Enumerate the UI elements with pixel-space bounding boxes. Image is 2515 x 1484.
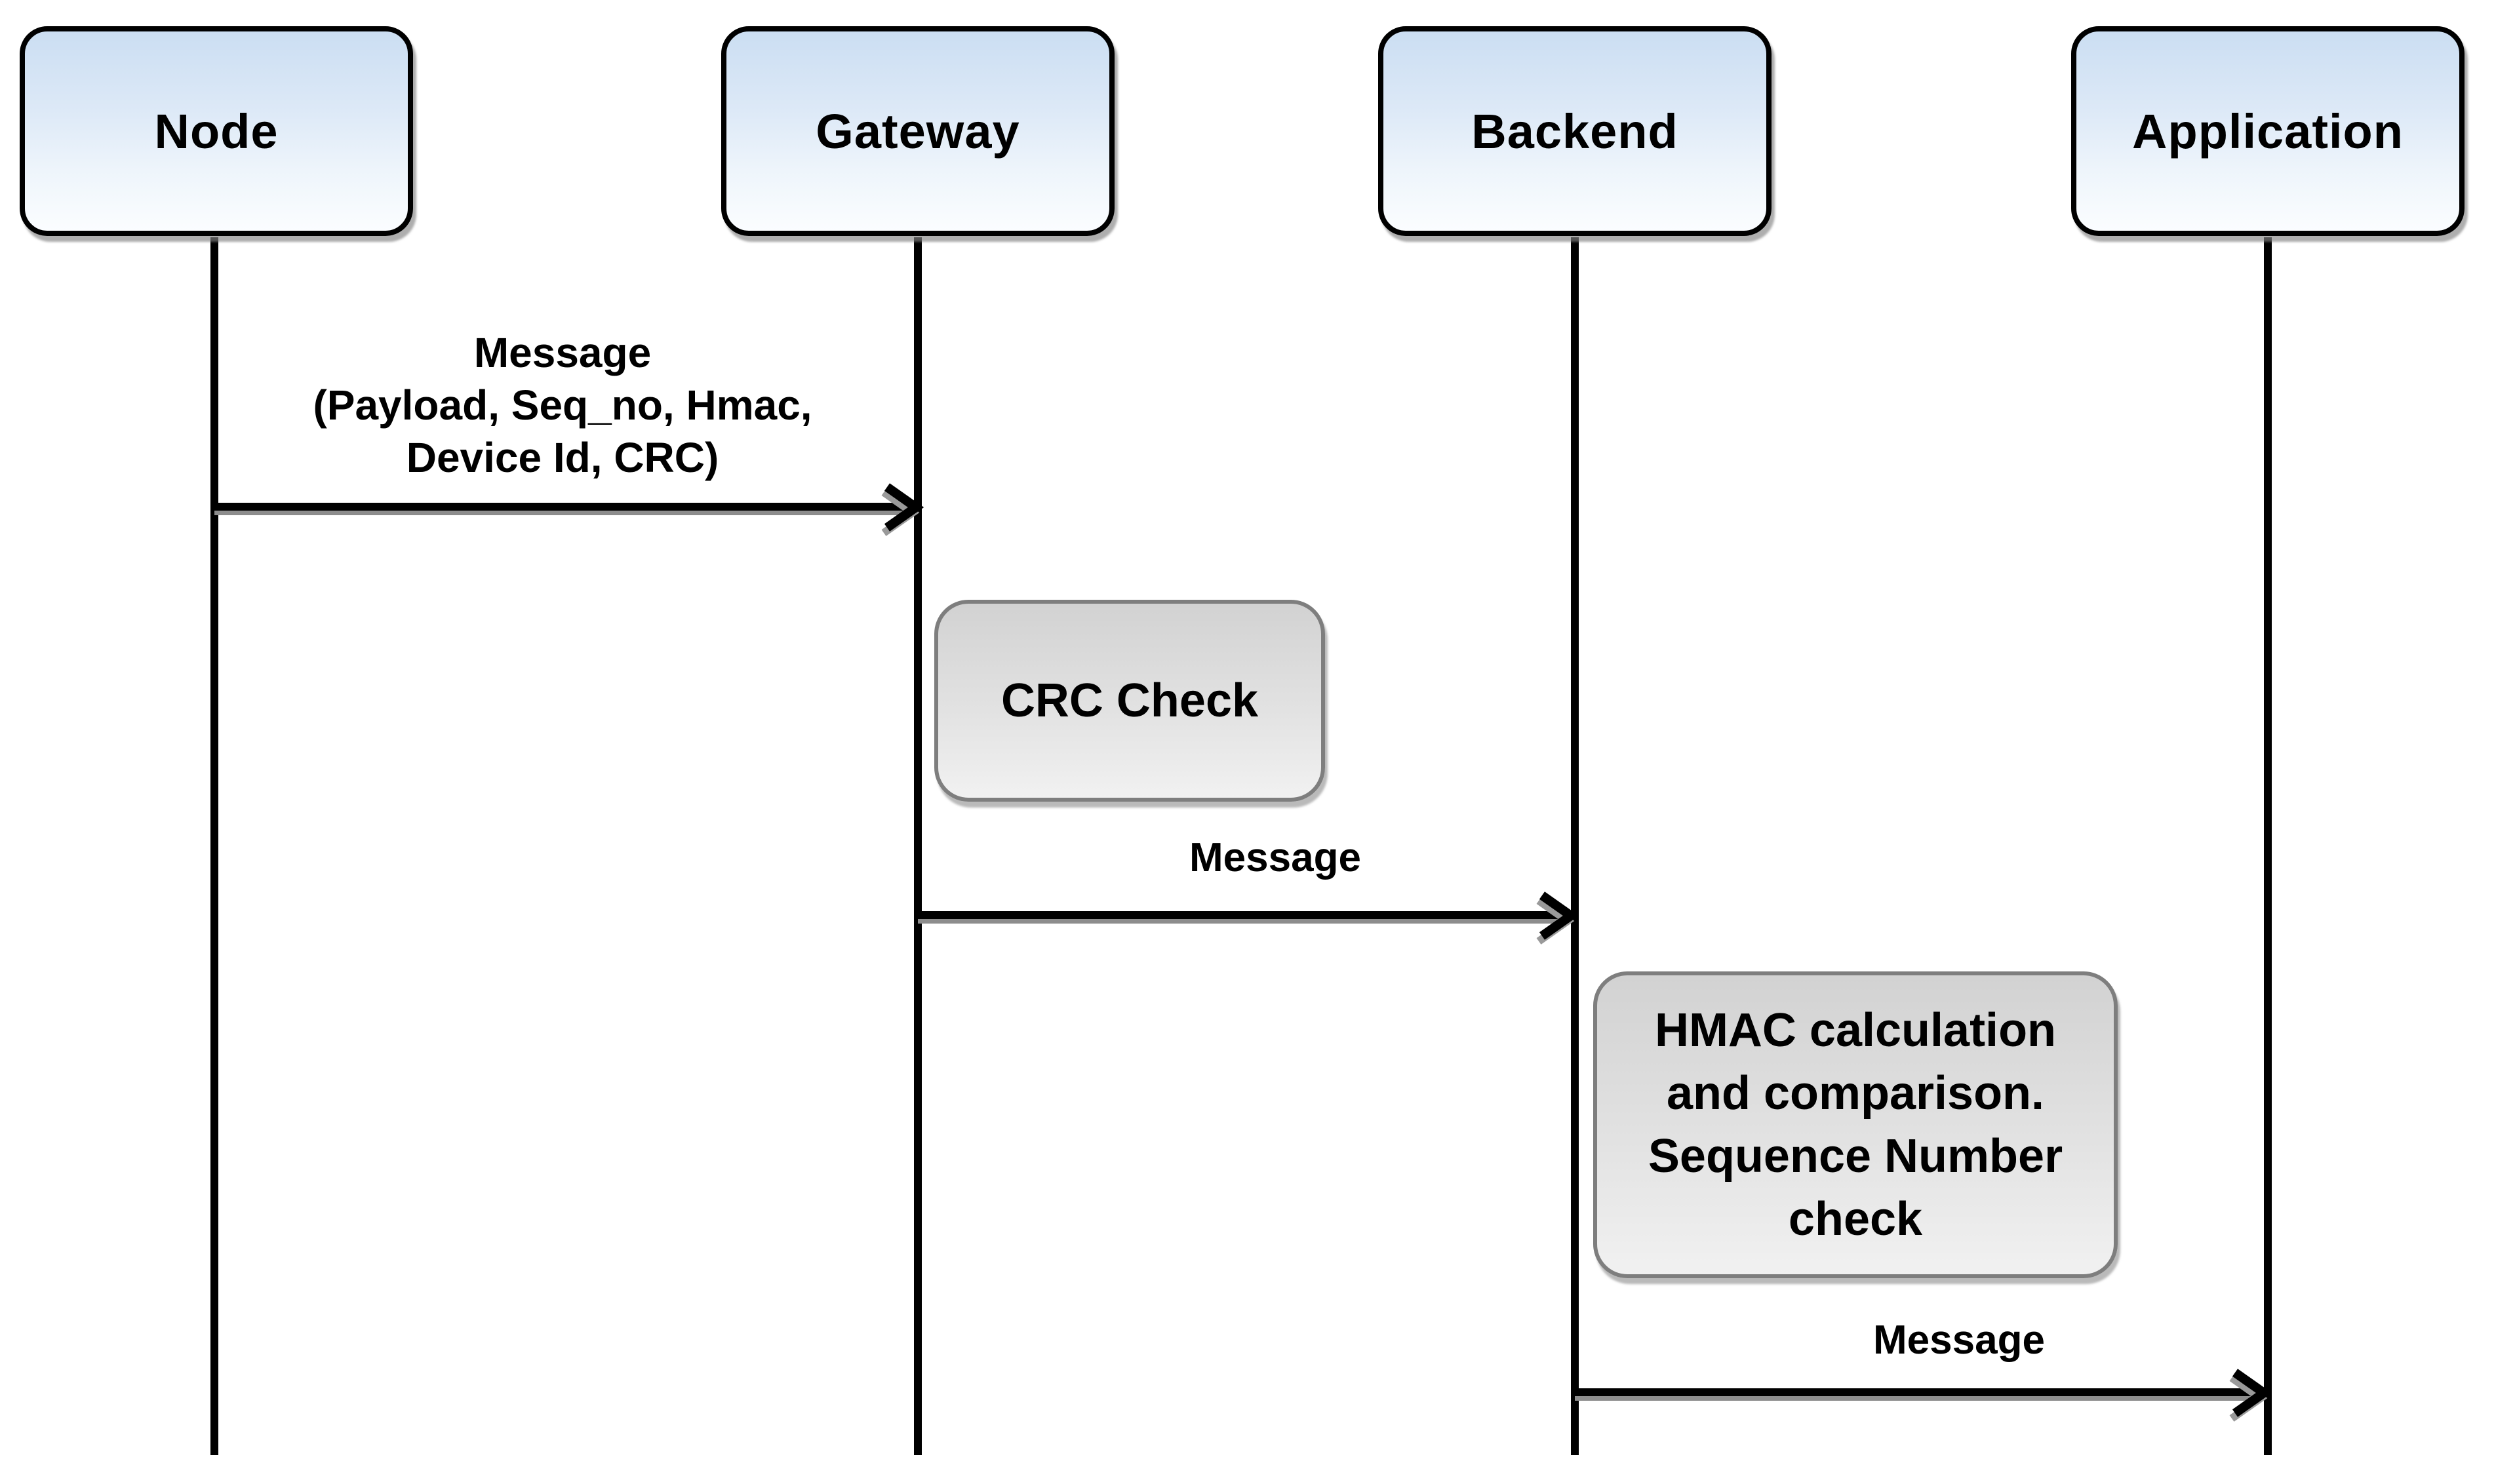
activity-label-hmac-line-3: Sequence Number [1648,1130,2063,1182]
message-1-line-3: Device Id, CRC) [406,434,719,481]
actor-label-node: Node [154,104,279,159]
actor-box-application: Application [2071,26,2465,236]
lifeline-application [2264,237,2272,1455]
activity-box-hmac-check: HMAC calculation and comparison. Sequenc… [1593,971,2118,1278]
actor-box-gateway: Gateway [721,26,1115,236]
arrowhead-icon [1539,891,1579,940]
arrowhead-icon [2232,1369,2272,1417]
message-arrow-node-to-gateway [214,483,924,536]
message-label-gateway-to-backend: Message [1189,836,1361,880]
message-2-line-1: Message [1189,835,1361,880]
actor-box-node: Node [20,26,413,236]
actor-box-backend: Backend [1378,26,1772,236]
actor-label-gateway: Gateway [816,104,1020,159]
actor-label-application: Application [2132,104,2404,159]
message-label-node-to-gateway: Message (Payload, Seq_no, Hmac, Device I… [313,326,812,484]
message-1-line-2: (Payload, Seq_no, Hmac, [313,381,812,429]
lifeline-node [210,237,218,1455]
activity-box-crc-check: CRC Check [934,600,1325,802]
message-label-backend-to-application: Message [1873,1319,2045,1362]
activity-label-hmac-line-1: HMAC calculation [1654,1004,2057,1057]
message-1-line-1: Message [473,329,652,376]
lifeline-gateway [914,237,922,1455]
activity-label-hmac-line-2: and comparison. [1666,1067,2045,1120]
actor-label-backend: Backend [1471,104,1678,159]
activity-label-hmac-line-4: check [1788,1193,1923,1245]
arrowhead-icon [884,483,924,532]
lifeline-backend [1571,237,1579,1455]
message-arrow-gateway-to-backend [918,891,1579,945]
message-arrow-backend-to-application [1575,1369,2272,1422]
activity-label-crc-check: CRC Check [1000,674,1259,727]
message-3-line-1: Message [1873,1318,2045,1363]
